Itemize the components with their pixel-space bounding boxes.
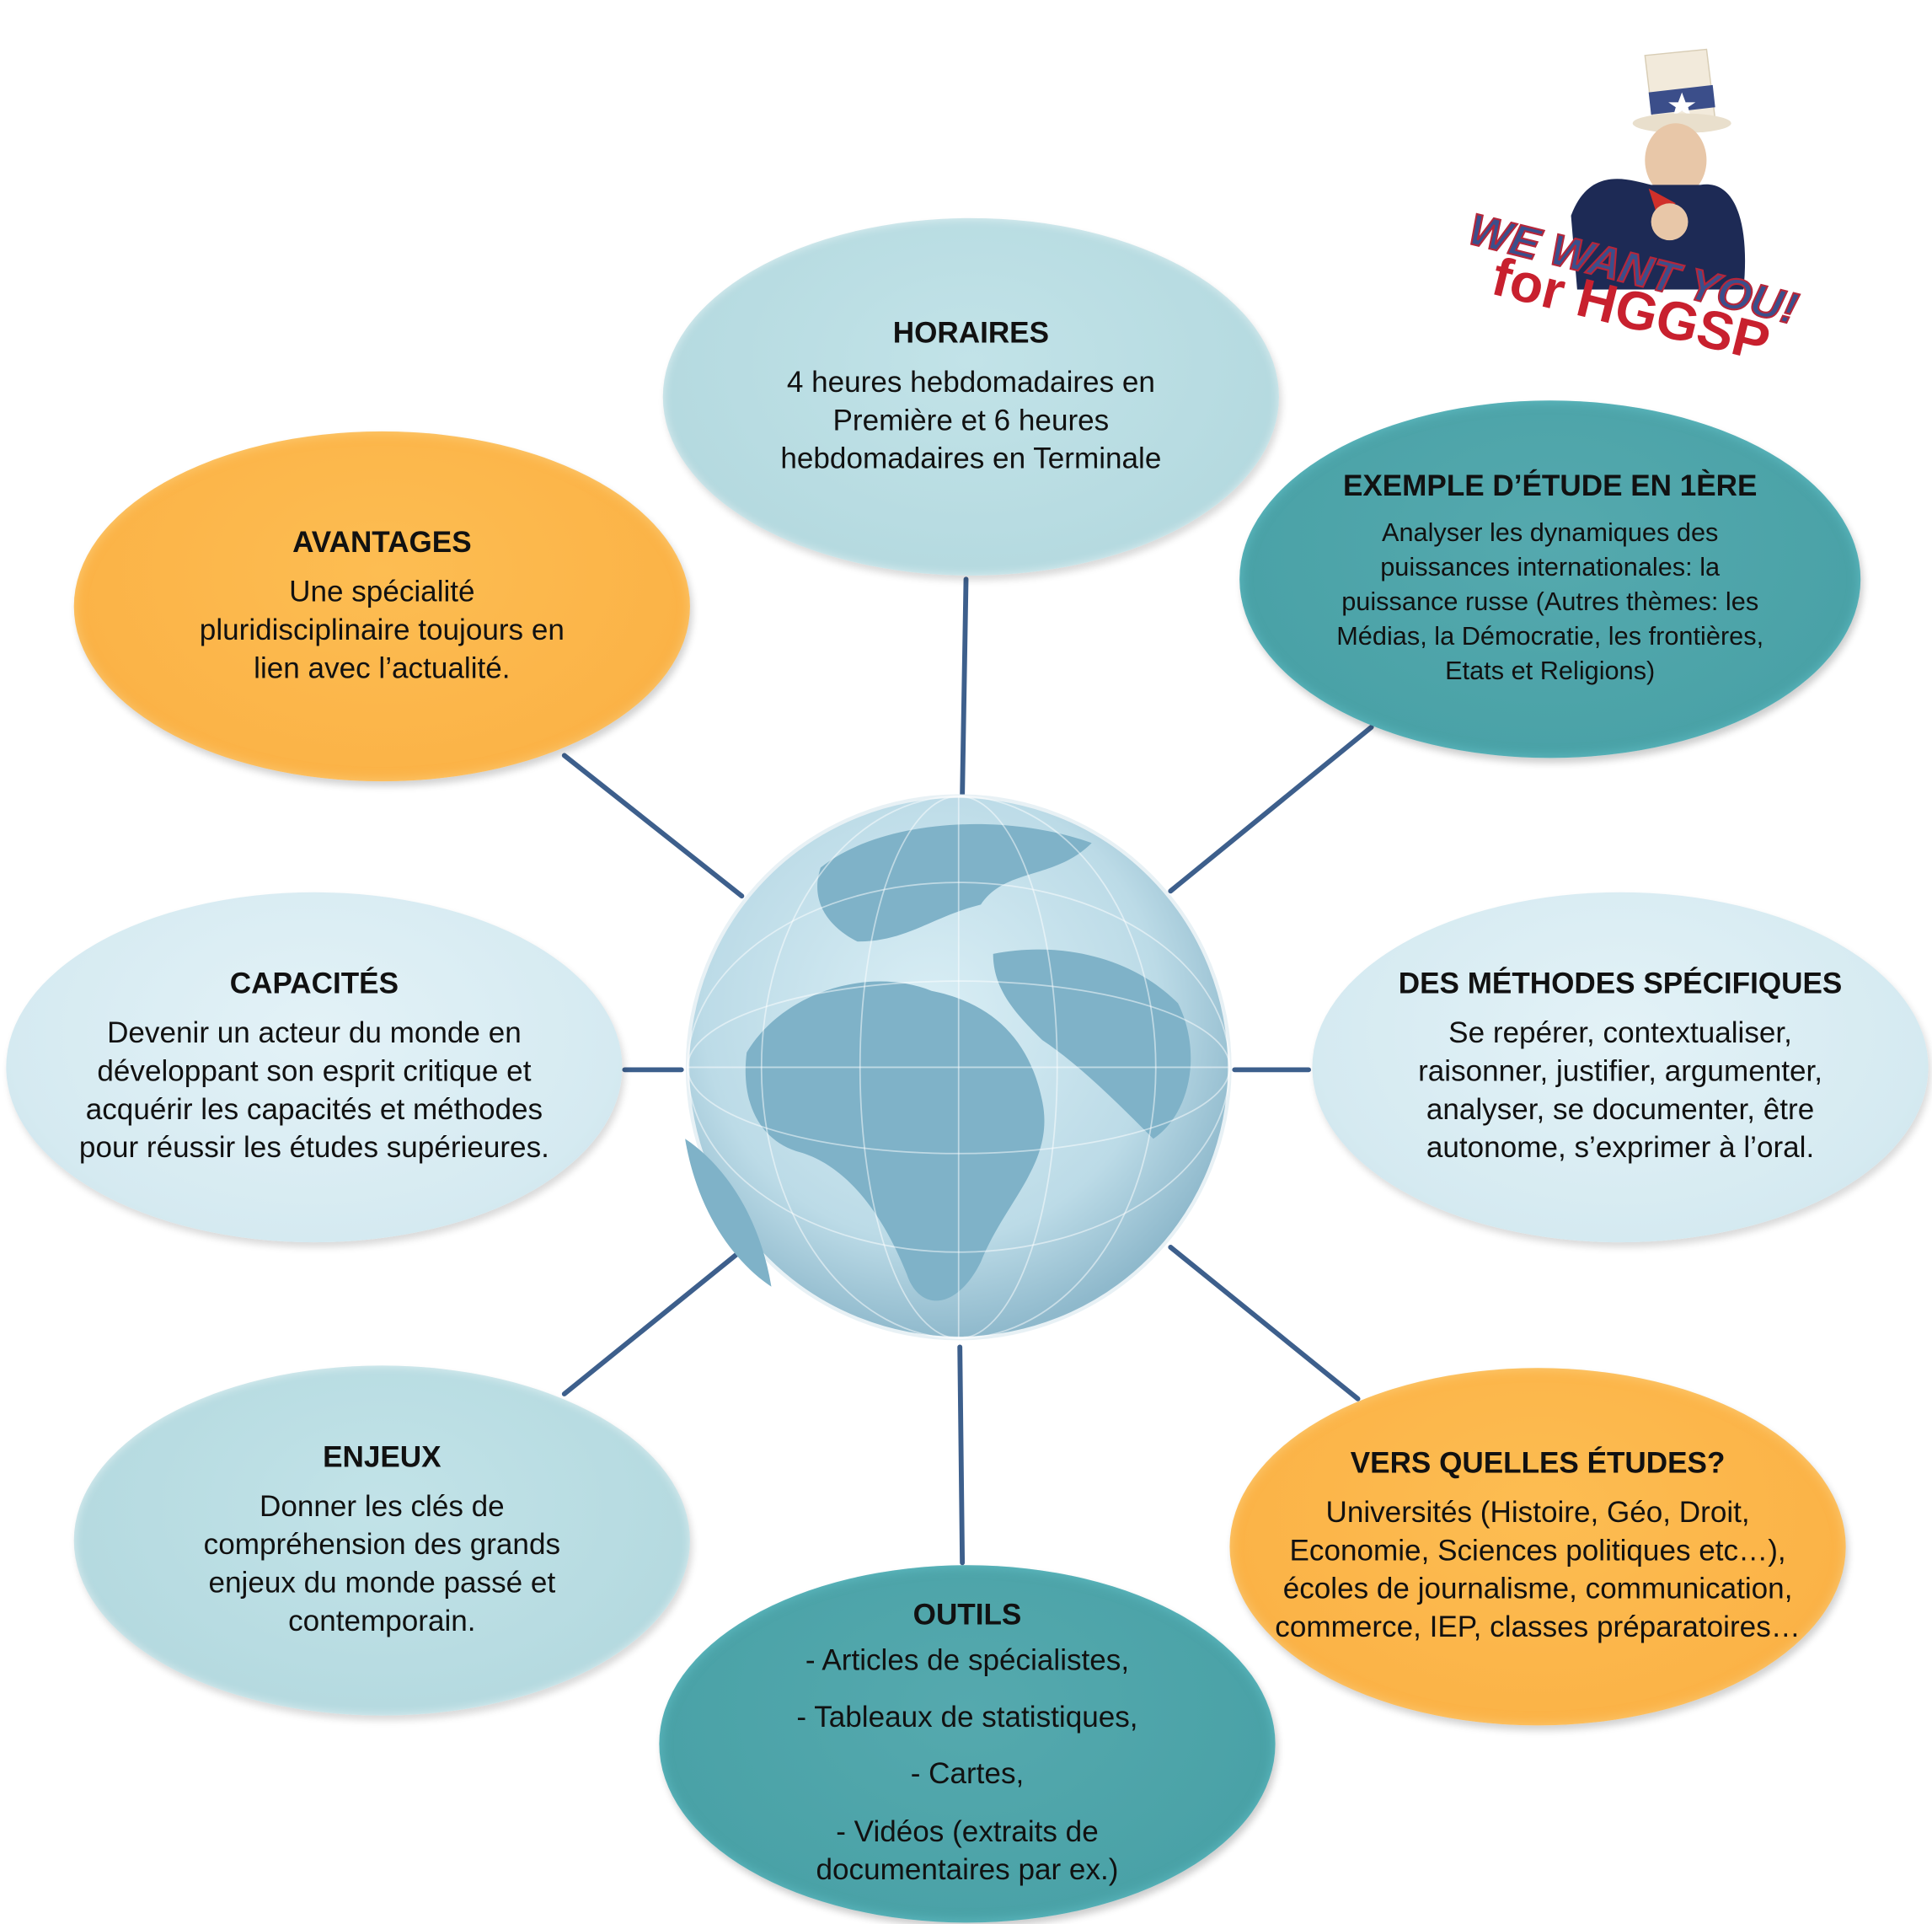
node-enjeux: ENJEUX Donner les clés de compréhension … — [73, 1365, 690, 1716]
connector-horaires — [960, 576, 969, 798]
node-title: VERS QUELLES ÉTUDES? — [1350, 1446, 1726, 1481]
node-title: AVANTAGES — [292, 525, 472, 560]
node-body: - Articles de spécialistes, - Tableaux d… — [721, 1633, 1214, 1889]
node-body: Analyser les dynamiques des puissances i… — [1336, 518, 1764, 686]
node-body: Se repérer, contextualiser, raisonner, j… — [1418, 1016, 1823, 1165]
node-title: DES MÉTHODES SPÉCIFIQUES — [1398, 967, 1843, 1001]
node-title: ENJEUX — [323, 1440, 442, 1475]
outils-item: - Articles de spécialistes, — [805, 1643, 1130, 1678]
globe-icon — [685, 794, 1232, 1341]
connector-enjeux — [561, 1245, 748, 1396]
outils-item: - Vidéos (extraits de documentaires par … — [816, 1815, 1119, 1887]
node-body: Une spécialité pluridisciplinaire toujou… — [199, 575, 565, 685]
outils-item: - Cartes, — [910, 1757, 1025, 1791]
connector-outils — [957, 1344, 966, 1566]
uncle-sam-illustration — [1571, 48, 1746, 290]
node-title: CAPACITÉS — [229, 967, 399, 1001]
node-capacites: CAPACITÉS Devenir un acteur du monde en … — [6, 892, 623, 1243]
node-horaires: HORAIRES 4 heures hebdomadaires en Premi… — [662, 217, 1279, 576]
node-title: OUTILS — [912, 1598, 1022, 1632]
node-title: EXEMPLE D’ÉTUDE EN 1ÈRE — [1342, 469, 1758, 503]
connector-avantages — [561, 753, 745, 899]
node-title: HORAIRES — [892, 316, 1050, 350]
node-etudes: VERS QUELLES ÉTUDES? Universités (Histoi… — [1229, 1368, 1846, 1726]
node-avantages: AVANTAGES Une spécialité pluridisciplina… — [73, 431, 690, 782]
node-body: Devenir un acteur du monde en développan… — [78, 1016, 549, 1165]
node-body: Universités (Histoire, Géo, Droit, Econo… — [1275, 1496, 1801, 1644]
uncle-sam-poster: WE WANT YOU! for HGGSP — [1454, 43, 1824, 388]
node-exemple: EXEMPLE D’ÉTUDE EN 1ÈRE Analyser les dyn… — [1239, 400, 1861, 758]
connector-exemple — [1168, 724, 1374, 894]
node-body: 4 heures hebdomadaires en Première et 6 … — [780, 365, 1162, 475]
node-methodes: DES MÉTHODES SPÉCIFIQUES Se repérer, con… — [1312, 892, 1929, 1243]
connector-etudes — [1168, 1245, 1361, 1401]
outils-item: - Tableaux de statistiques, — [796, 1701, 1138, 1734]
node-body: Donner les clés de compréhension des gra… — [203, 1490, 561, 1638]
node-outils: OUTILS - Articles de spécialistes, - Tab… — [659, 1565, 1276, 1923]
